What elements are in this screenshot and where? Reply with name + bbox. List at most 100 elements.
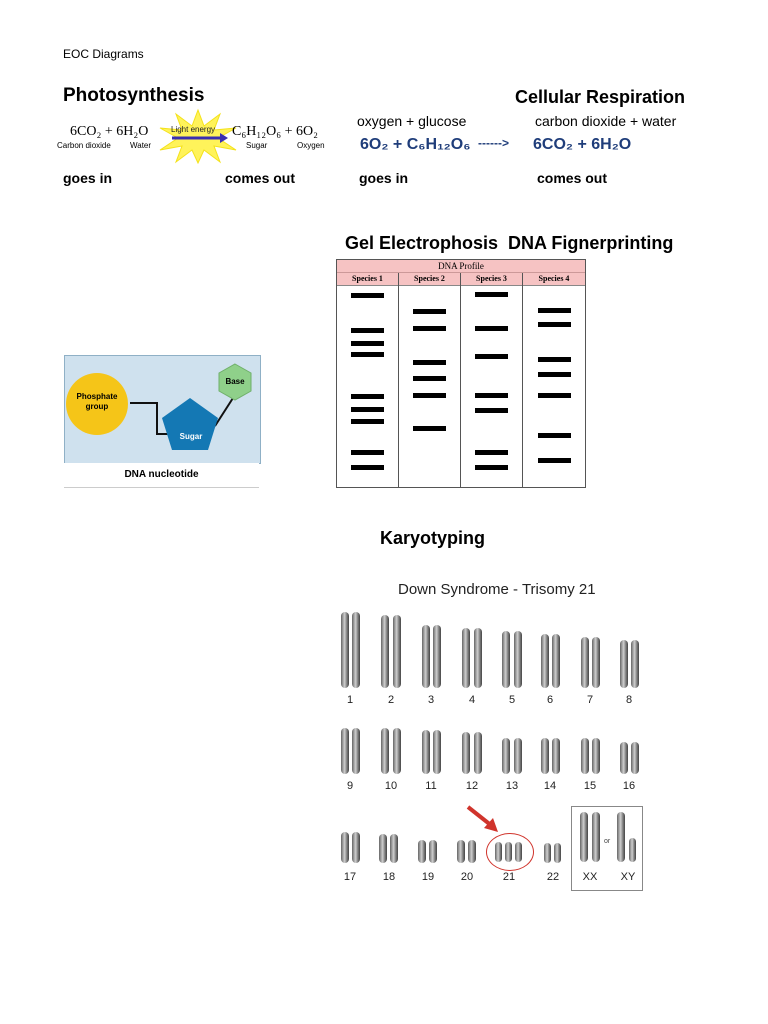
respiration-heading: Cellular Respiration (515, 87, 686, 107)
chromosome-label: 14 (543, 780, 557, 792)
dna-profile-table: DNA Profile Species 1 Species 2 Species … (336, 259, 586, 488)
chromosome (341, 832, 349, 863)
chromosome (341, 612, 349, 688)
chromosome (418, 840, 426, 863)
chromosome-label: 8 (625, 694, 633, 706)
light-energy-burst (159, 108, 237, 164)
chromosome-label: 4 (468, 694, 476, 706)
dna-band (538, 372, 571, 377)
chromosome (381, 615, 389, 688)
chromosome (541, 634, 549, 688)
dna-band (351, 419, 384, 424)
chromosome (544, 843, 551, 863)
dna-band (413, 360, 446, 365)
dna-band (351, 394, 384, 399)
chromosome (422, 730, 430, 774)
sugar-label: Sugar (179, 432, 203, 441)
chromosome-label: 20 (460, 871, 474, 883)
chromosome-x (580, 812, 588, 862)
dna-nucleotide-diagram: Phosphate group Sugar Base (64, 355, 261, 464)
base-shape (218, 363, 252, 401)
chromosome (552, 634, 560, 688)
respiration-products-formula: 6CO₂ + 6H₂O (533, 136, 632, 153)
trisomy-highlight-circle (486, 833, 534, 871)
chromosome-label: 11 (425, 780, 437, 792)
chromosome (554, 843, 561, 863)
species-2-header: Species 2 (399, 273, 460, 286)
lane-divider (398, 273, 399, 487)
chromosome-label: 13 (505, 780, 519, 792)
phosphate-group-label: Phosphate group (76, 392, 118, 411)
chromosome (390, 834, 398, 863)
sugar-shape (162, 398, 218, 450)
chromosome-label: 17 (343, 871, 357, 883)
chromosome-label: 22 (546, 871, 560, 883)
respiration-products-words: carbon dioxide + water (535, 113, 677, 129)
lane-divider (522, 273, 523, 487)
sex-chromosome-box (571, 806, 643, 891)
chromosome (502, 631, 510, 688)
chromosome-label: 5 (508, 694, 516, 706)
species-1-header: Species 1 (337, 273, 398, 286)
chromosome (393, 615, 401, 688)
chromosome (393, 728, 401, 774)
chromosome-label: XY (620, 871, 636, 883)
chromosome-label: 9 (346, 780, 354, 792)
chromosome (581, 738, 589, 774)
chromosome (352, 728, 360, 774)
chromosome (631, 742, 639, 774)
chromosome (620, 742, 628, 774)
chromosome (468, 840, 476, 863)
chromosome (541, 738, 549, 774)
dna-band (475, 450, 508, 455)
photosynthesis-heading: Photosynthesis (63, 85, 205, 106)
or-label: or (604, 838, 611, 845)
dna-band (351, 328, 384, 333)
gel-heading: Gel Electrophosis DNA Fignerprinting (345, 233, 674, 253)
chromosome-label: 10 (384, 780, 398, 792)
dna-band (413, 309, 446, 314)
chromosome-label: 3 (427, 694, 435, 706)
chromosome (341, 728, 349, 774)
light-energy-label: Light energy (171, 125, 216, 134)
dna-band (475, 393, 508, 398)
respiration-arrow: ------> (478, 136, 509, 150)
dna-band (413, 393, 446, 398)
product-name-sugar: Sugar (246, 141, 268, 150)
photosynthesis-goes-in: goes in (63, 170, 113, 186)
chromosome-label: 21 (502, 871, 516, 883)
dna-band (475, 292, 508, 297)
chromosome (581, 637, 589, 688)
lane-divider (460, 273, 461, 487)
chromosome (620, 640, 628, 688)
chromosome-label: 15 (583, 780, 597, 792)
nucleotide-shapes (66, 363, 252, 450)
chromosome (352, 612, 360, 688)
respiration-comes-out: comes out (537, 170, 608, 186)
dna-band (538, 393, 571, 398)
dna-band (351, 341, 384, 346)
chromosome-label: XX (582, 871, 598, 883)
chromosome (352, 832, 360, 863)
dna-band (538, 322, 571, 327)
karyotype-title: Down Syndrome - Trisomy 21 (398, 581, 596, 598)
photosynthesis-reactants: 6CO₂ + 6H₂O (70, 124, 149, 139)
chromosome (514, 631, 522, 688)
dna-band (475, 465, 508, 470)
chromosome (381, 728, 389, 774)
dna-band (351, 352, 384, 357)
chromosome (433, 625, 441, 688)
dna-band (351, 465, 384, 470)
chromosome (462, 732, 470, 774)
dna-band (538, 433, 571, 438)
chromosome (422, 625, 430, 688)
base-label: Base (225, 377, 245, 386)
chromosome (462, 628, 470, 688)
chromosome (433, 730, 441, 774)
chromosome-label: 7 (586, 694, 594, 706)
chromosome-y (629, 838, 636, 862)
phosphate-group-shape (66, 373, 128, 435)
chromosome-x (592, 812, 600, 862)
document-title: EOC Diagrams (63, 47, 144, 61)
trisomy-arrow-icon (466, 805, 498, 832)
